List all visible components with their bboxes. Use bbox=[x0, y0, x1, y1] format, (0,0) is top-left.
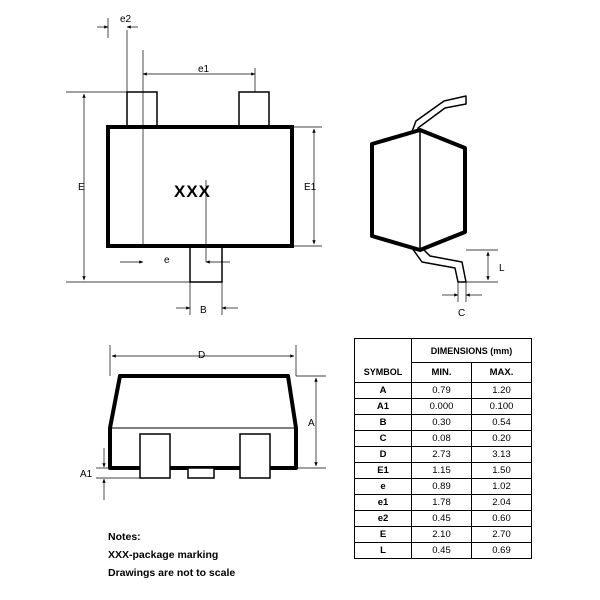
row-min: 1.15 bbox=[411, 462, 472, 479]
label-e2: e2 bbox=[120, 14, 132, 25]
row-symbol: L bbox=[354, 542, 412, 559]
label-A1: A1 bbox=[80, 469, 93, 480]
row-min: 0.08 bbox=[411, 430, 472, 447]
row-max: 2.04 bbox=[471, 494, 532, 511]
label-E: E bbox=[78, 182, 85, 193]
row-symbol: B bbox=[354, 414, 412, 431]
row-min: 2.10 bbox=[411, 526, 472, 543]
row-max: 2.70 bbox=[471, 526, 532, 543]
label-L: L bbox=[499, 263, 505, 274]
row-symbol: E1 bbox=[354, 462, 412, 479]
row-symbol: E bbox=[354, 526, 412, 543]
row-max: 0.69 bbox=[471, 542, 532, 559]
row-max: 0.20 bbox=[471, 430, 532, 447]
max-header: MAX. bbox=[471, 362, 532, 383]
notes-title: Notes: bbox=[108, 531, 141, 543]
row-symbol: D bbox=[354, 446, 412, 463]
row-symbol: e bbox=[354, 478, 412, 495]
notes-line-1: XXX-package marking bbox=[108, 549, 219, 561]
label-C: C bbox=[458, 308, 465, 319]
front-lead-left bbox=[139, 433, 171, 479]
label-B: B bbox=[200, 305, 207, 316]
top-view-body bbox=[106, 125, 294, 248]
row-min: 1.78 bbox=[411, 494, 472, 511]
label-e1: e1 bbox=[198, 64, 210, 75]
label-A: A bbox=[308, 418, 315, 429]
front-lead-center bbox=[187, 467, 215, 479]
side-view-3d: L C bbox=[370, 95, 505, 319]
row-max: 1.20 bbox=[471, 382, 532, 399]
top-lead-left bbox=[126, 91, 158, 128]
min-header: MIN. bbox=[411, 362, 472, 383]
side-bottom-lead bbox=[411, 247, 467, 283]
top-lead-right bbox=[238, 91, 270, 128]
row-min: 0.45 bbox=[411, 542, 472, 559]
side-body bbox=[370, 128, 467, 252]
row-min: 0.79 bbox=[411, 382, 472, 399]
row-max: 0.60 bbox=[471, 510, 532, 527]
front-lead-right bbox=[239, 433, 271, 479]
label-E1: E1 bbox=[304, 182, 317, 193]
row-max: 0.54 bbox=[471, 414, 532, 431]
label-D: D bbox=[198, 350, 205, 361]
row-symbol: A1 bbox=[354, 398, 412, 415]
front-view: D A A1 bbox=[80, 345, 326, 500]
row-max: 1.50 bbox=[471, 462, 532, 479]
row-symbol: e2 bbox=[354, 510, 412, 527]
notes: Notes: XXX-package marking Drawings are … bbox=[108, 528, 235, 582]
dimensions-group-header: DIMENSIONS (mm) bbox=[411, 338, 532, 363]
row-min: 0.89 bbox=[411, 478, 472, 495]
row-max: 1.02 bbox=[471, 478, 532, 495]
row-symbol: e1 bbox=[354, 494, 412, 511]
row-max: 0.100 bbox=[471, 398, 532, 415]
row-max: 3.13 bbox=[471, 446, 532, 463]
row-symbol: C bbox=[354, 430, 412, 447]
row-min: 2.73 bbox=[411, 446, 472, 463]
top-view: e2 e1 E E1 e B XXX bbox=[66, 14, 322, 316]
label-e: e bbox=[164, 255, 170, 266]
row-min: 0.000 bbox=[411, 398, 472, 415]
row-min: 0.45 bbox=[411, 510, 472, 527]
symbol-header-spacer bbox=[354, 338, 412, 363]
row-min: 0.30 bbox=[411, 414, 472, 431]
row-symbol: A bbox=[354, 382, 412, 399]
symbol-header: SYMBOL bbox=[354, 362, 412, 383]
package-marking: XXX bbox=[174, 182, 211, 201]
notes-line-2: Drawings are not to scale bbox=[108, 567, 236, 579]
